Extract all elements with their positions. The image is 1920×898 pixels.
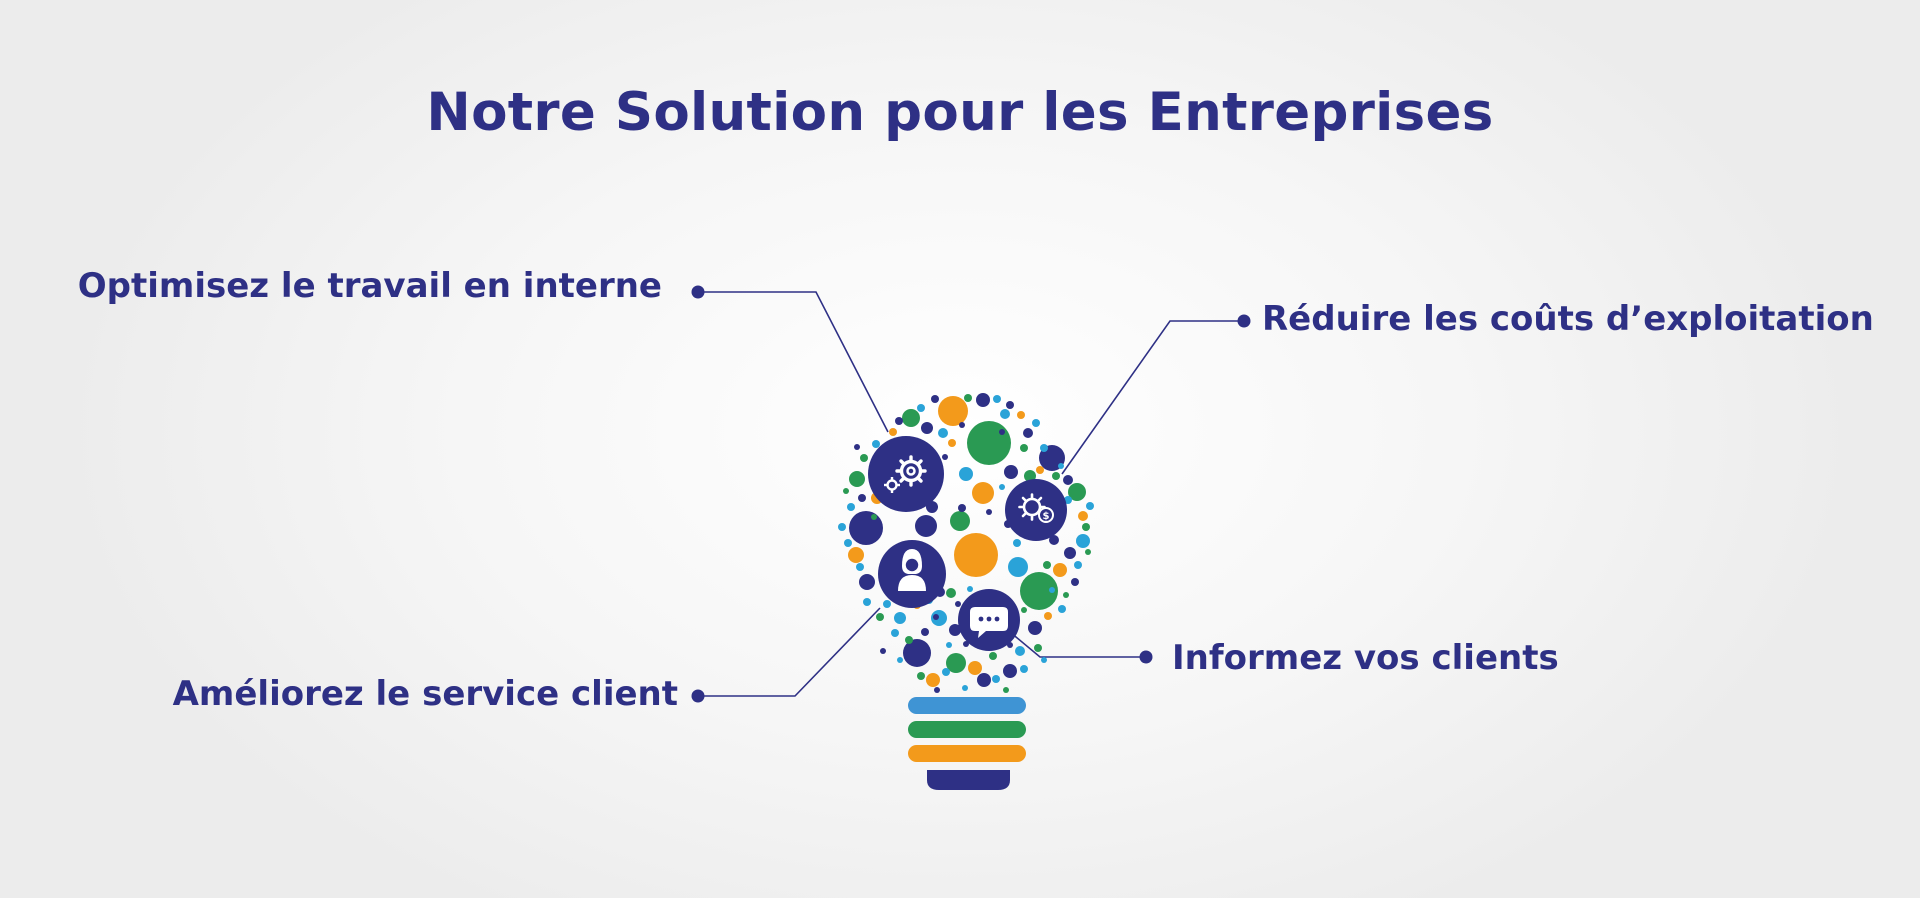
bulb-base-stripe-green [908,721,1026,738]
feature-label-customer-service: Améliorez le service client [172,674,678,714]
connector-bottom-right [1009,631,1146,658]
feature-label-optimize-work: Optimisez le travail en interne [77,266,662,306]
gears-icon [868,436,944,512]
connector-dot-bottom-right [1139,650,1153,664]
bulb-dots [838,393,1094,693]
bulb-base [908,697,1026,790]
connector-bottom-left [698,607,881,697]
customer-support-agent-icon [878,540,946,608]
bulb-base-stripe-orange [908,745,1026,762]
bulb-base-stripe-blue [908,697,1026,714]
connector-dot-top-right [1237,314,1251,328]
connector-dot-top-left [691,285,705,299]
connector-dots [691,285,1251,703]
page-title: Notre Solution pour les Entreprises [426,82,1494,143]
connector-top-right [1061,320,1244,475]
gear-dollar-icon: $ [1005,479,1067,541]
feature-label-reduce-costs: Réduire les coûts d’exploitation [1262,299,1874,339]
connector-lines [698,291,1244,697]
bulb-base-cap [927,770,1010,790]
connector-top-left [698,291,889,433]
chat-bubble-icon [958,589,1020,651]
connector-dot-bottom-left [691,689,705,703]
feature-label-inform-clients: Informez vos clients [1172,638,1559,678]
svg-text:$: $ [1043,511,1050,522]
